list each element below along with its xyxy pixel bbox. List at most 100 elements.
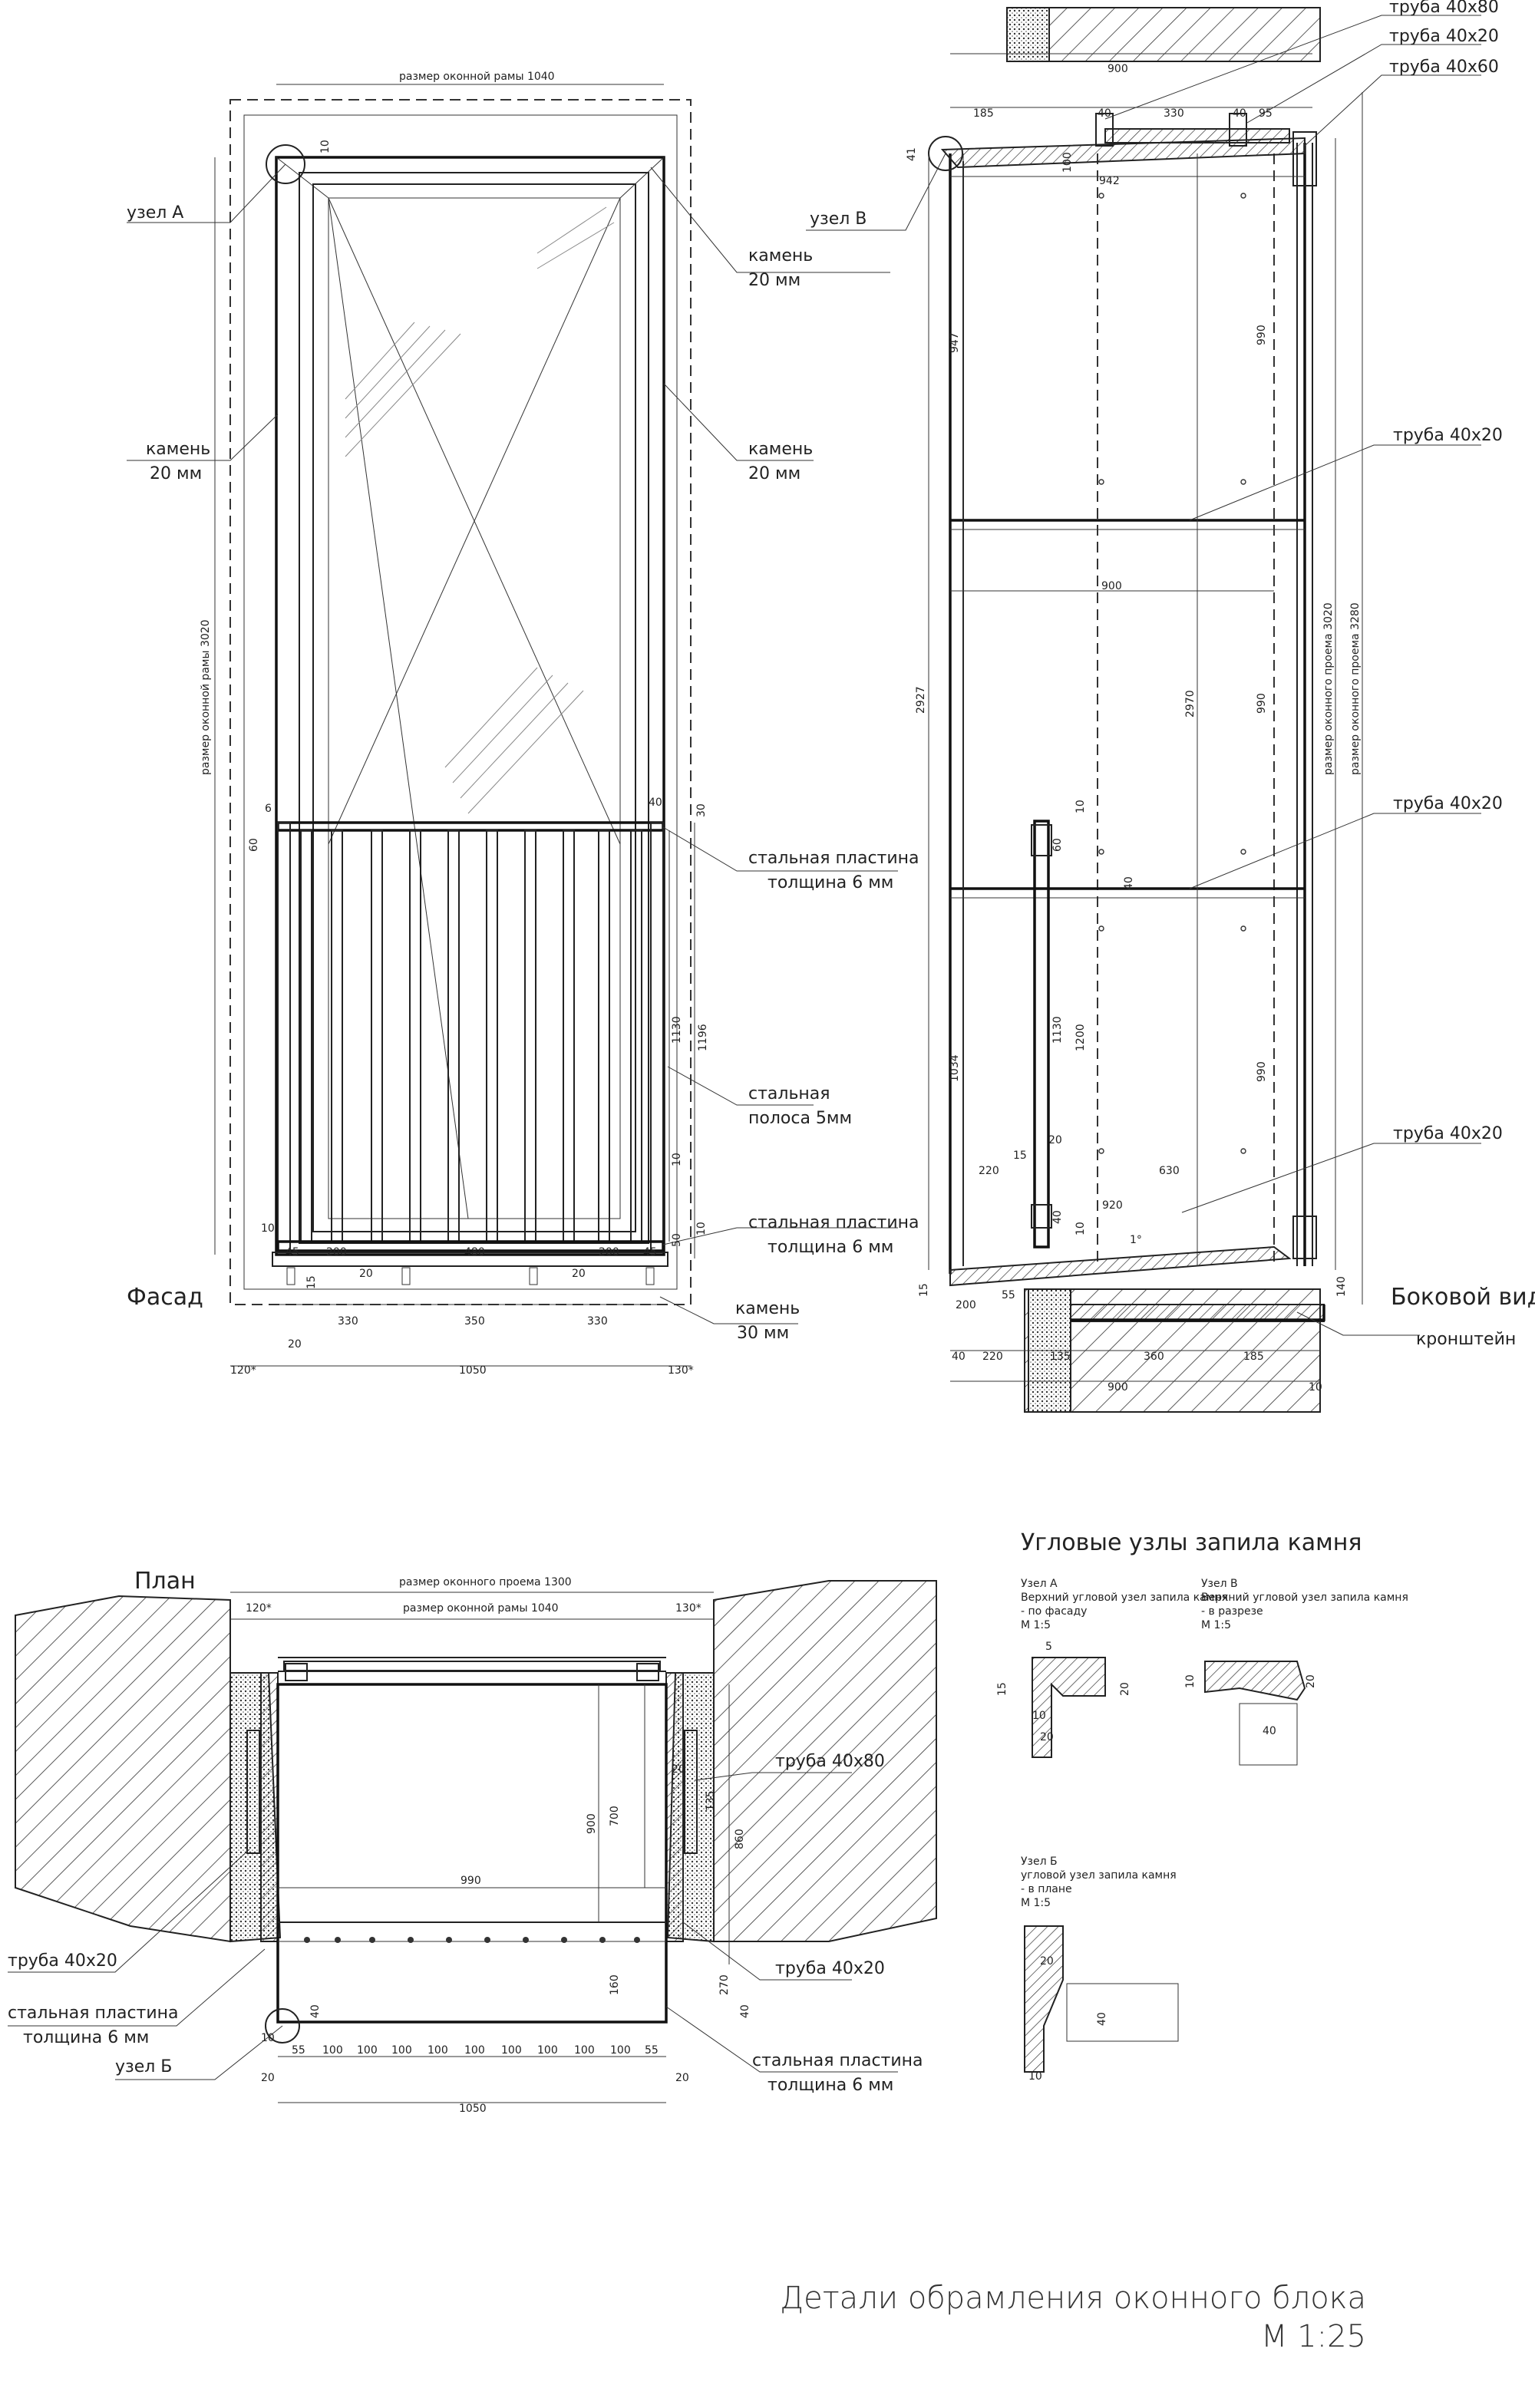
svg-text:200: 200 (956, 1299, 976, 1311)
railing-top-plate (276, 821, 665, 832)
plan-stone-left (260, 1672, 279, 1942)
svg-text:700: 700 (609, 1806, 621, 1826)
svg-text:135: 135 (1050, 1351, 1071, 1363)
stone-label-left-1: камень (146, 440, 210, 459)
plan-node-b-label: узел Б (115, 2057, 172, 2076)
svg-text:размер оконного проема 3020: размер оконного проема 3020 (1322, 602, 1335, 775)
plan-view: План размер оконного проема 1300 размер … (8, 1568, 937, 2115)
svg-text:947: 947 (949, 332, 961, 353)
node-a-desc-1: Верхний угловой узел запила камня (1021, 1592, 1228, 1604)
plan-plate-right-2: толщина 6 мм (768, 2076, 893, 2095)
pipe-label-c: труба 40х20 (1393, 1124, 1503, 1143)
svg-text:990: 990 (1256, 693, 1268, 714)
svg-text:20: 20 (1305, 1674, 1317, 1688)
svg-text:6: 6 (265, 803, 272, 815)
svg-text:330: 330 (587, 1315, 608, 1328)
svg-text:10: 10 (695, 1222, 708, 1235)
svg-text:40: 40 (1051, 1210, 1064, 1224)
node-b-small-title: Узел Б (1021, 1855, 1058, 1868)
sheet-title: Детали обрамления оконного блока (780, 2281, 1366, 2316)
frame-size-label: размер оконной рамы 1040 (399, 71, 555, 83)
svg-text:900: 900 (1108, 63, 1128, 75)
svg-text:990: 990 (460, 1875, 481, 1887)
svg-text:100: 100 (464, 2044, 485, 2057)
plan-plate-left-2: толщина 6 мм (23, 2028, 149, 2047)
svg-text:10: 10 (671, 1153, 683, 1166)
facade-sash-inner (312, 183, 636, 1232)
svg-text:15: 15 (305, 1275, 318, 1289)
svg-text:1196: 1196 (697, 1024, 709, 1051)
strip-label-1: стальная (748, 1084, 830, 1103)
side-top-stone (940, 137, 1306, 169)
svg-text:1050: 1050 (459, 1364, 487, 1377)
svg-text:185: 185 (973, 107, 994, 120)
svg-text:55: 55 (1002, 1289, 1015, 1301)
plan-pipe-4080-label: труба 40х80 (775, 1752, 885, 1771)
facade-sill (272, 1252, 668, 1267)
svg-text:40: 40 (739, 2004, 751, 2018)
stone30-label-1: камень (735, 1299, 800, 1318)
svg-text:40: 40 (1233, 107, 1246, 120)
plan-dimensions: 990 900 700 860 20 135 160 270 40 40 10 … (261, 1763, 751, 2115)
svg-text:15: 15 (996, 1682, 1008, 1696)
svg-text:10: 10 (261, 2032, 275, 2044)
side-railing-post (1033, 820, 1050, 1249)
svg-text:2927: 2927 (915, 686, 927, 714)
svg-text:130*: 130* (668, 1364, 694, 1377)
svg-text:360: 360 (1144, 1351, 1164, 1363)
svg-text:40: 40 (649, 797, 662, 809)
facade-sash-outer (299, 172, 649, 1244)
node-a-title: Узел А (1021, 1578, 1058, 1590)
svg-text:20: 20 (1040, 1731, 1054, 1743)
svg-text:10: 10 (1074, 800, 1087, 813)
svg-text:55: 55 (645, 2044, 659, 2057)
side-fixing-holes (1098, 193, 1246, 1154)
side-dimensions: 900 185 40 330 40 95 41 100 942 947 990 … (906, 63, 1362, 1394)
facade-glass (328, 197, 621, 1219)
plan-plate-left-1: стальная пластина (8, 2004, 179, 2023)
svg-text:1130: 1130 (671, 1016, 683, 1044)
svg-text:990: 990 (1256, 1061, 1268, 1082)
plan-frame-top (283, 1661, 661, 1671)
svg-text:100: 100 (1061, 152, 1074, 173)
svg-text:100: 100 (537, 2044, 558, 2057)
svg-text:40: 40 (1263, 1725, 1276, 1737)
svg-text:10: 10 (1184, 1674, 1197, 1688)
node-a-drawing (1032, 1657, 1106, 1758)
node-v-drawing (1204, 1661, 1306, 1701)
svg-text:10: 10 (319, 140, 332, 153)
svg-text:1130: 1130 (1051, 1016, 1064, 1044)
pipe-4080-label: труба 40х80 (1389, 0, 1499, 17)
svg-text:200: 200 (326, 1246, 347, 1258)
svg-text:900: 900 (586, 1813, 598, 1834)
plan-bolt-holes (304, 1937, 640, 1943)
svg-text:40: 40 (1096, 2012, 1108, 2026)
node-v-title: Узел В (1201, 1578, 1238, 1590)
svg-text:60: 60 (1051, 838, 1064, 852)
railing-post-left (277, 822, 291, 1253)
svg-text:330: 330 (1164, 107, 1184, 120)
stone-label-left-2: 20 мм (150, 464, 202, 483)
node-b-small-drawing (1024, 1925, 1064, 2073)
svg-text:размер оконного проема 3280: размер оконного проема 3280 (1349, 602, 1362, 775)
stone-label-top-2: 20 мм (748, 271, 801, 290)
svg-text:20: 20 (1048, 1134, 1062, 1146)
plan-view-label: План (134, 1568, 196, 1595)
svg-text:20: 20 (672, 1763, 685, 1776)
svg-text:860: 860 (734, 1829, 746, 1849)
svg-text:40: 40 (1098, 107, 1111, 120)
plan-pipe-4020-right-label: труба 40х20 (775, 1959, 885, 1978)
pipe-4020-top-label: труба 40х20 (1389, 27, 1499, 46)
svg-text:10: 10 (1074, 1222, 1087, 1235)
node-b-small-desc-3: М 1:5 (1021, 1897, 1051, 1909)
svg-text:1034: 1034 (949, 1054, 961, 1082)
svg-text:20: 20 (261, 2072, 275, 2084)
svg-text:480: 480 (464, 1246, 485, 1258)
svg-text:350: 350 (464, 1315, 485, 1328)
svg-text:20: 20 (572, 1268, 586, 1280)
svg-text:40: 40 (1123, 876, 1135, 890)
svg-text:990: 990 (1256, 325, 1268, 345)
svg-text:900: 900 (1108, 1381, 1128, 1394)
railing-bottom-plate (276, 1240, 665, 1252)
